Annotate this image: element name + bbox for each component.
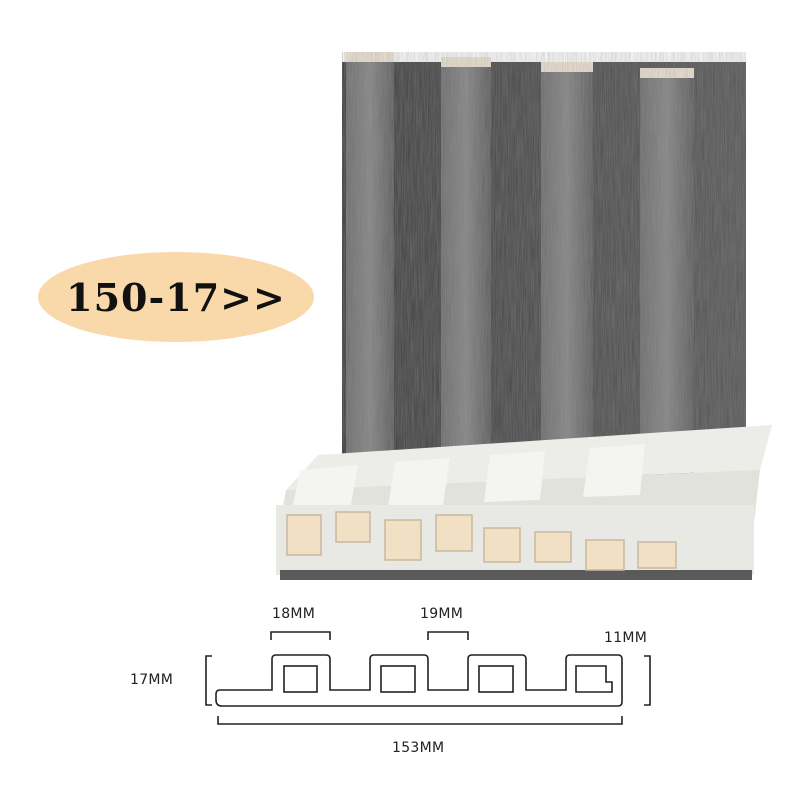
vertical-panel bbox=[342, 52, 746, 476]
core-3 bbox=[478, 665, 514, 693]
core-1 bbox=[283, 665, 318, 693]
core-4 bbox=[575, 665, 613, 693]
model-label: 150-17>> bbox=[66, 274, 286, 320]
thickness-label: 17MM bbox=[130, 672, 174, 688]
total-width-label: 153MM bbox=[392, 740, 445, 756]
gap-width-label: 19MM bbox=[420, 606, 464, 622]
slat-width-label: 18MM bbox=[272, 606, 316, 622]
horizontal-panel bbox=[276, 425, 772, 580]
model-badge: 150-17>> bbox=[38, 252, 314, 342]
edge-height-label: 11MM bbox=[604, 630, 648, 646]
profile-outline bbox=[215, 654, 623, 707]
core-2 bbox=[380, 665, 416, 693]
